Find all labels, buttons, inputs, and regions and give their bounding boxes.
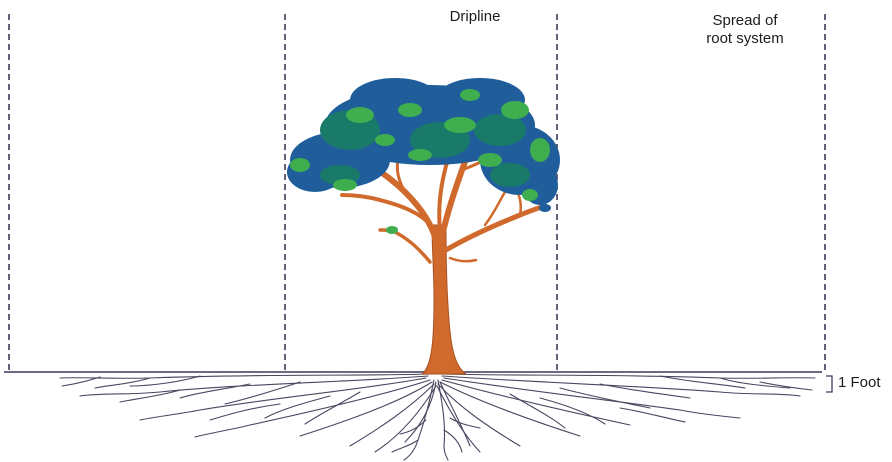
spread-of-root-system-boundaries — [9, 14, 825, 370]
spread-label-line-2: root system — [670, 30, 820, 48]
one-foot-depth-label: 1 Foot — [838, 374, 892, 392]
spread-label-line-1: Spread of — [670, 12, 820, 30]
dripline-label: Dripline — [430, 8, 520, 26]
spread-of-root-system-label: Spread of root system — [670, 12, 820, 48]
root-system — [60, 374, 815, 460]
depth-bracket — [826, 376, 832, 392]
